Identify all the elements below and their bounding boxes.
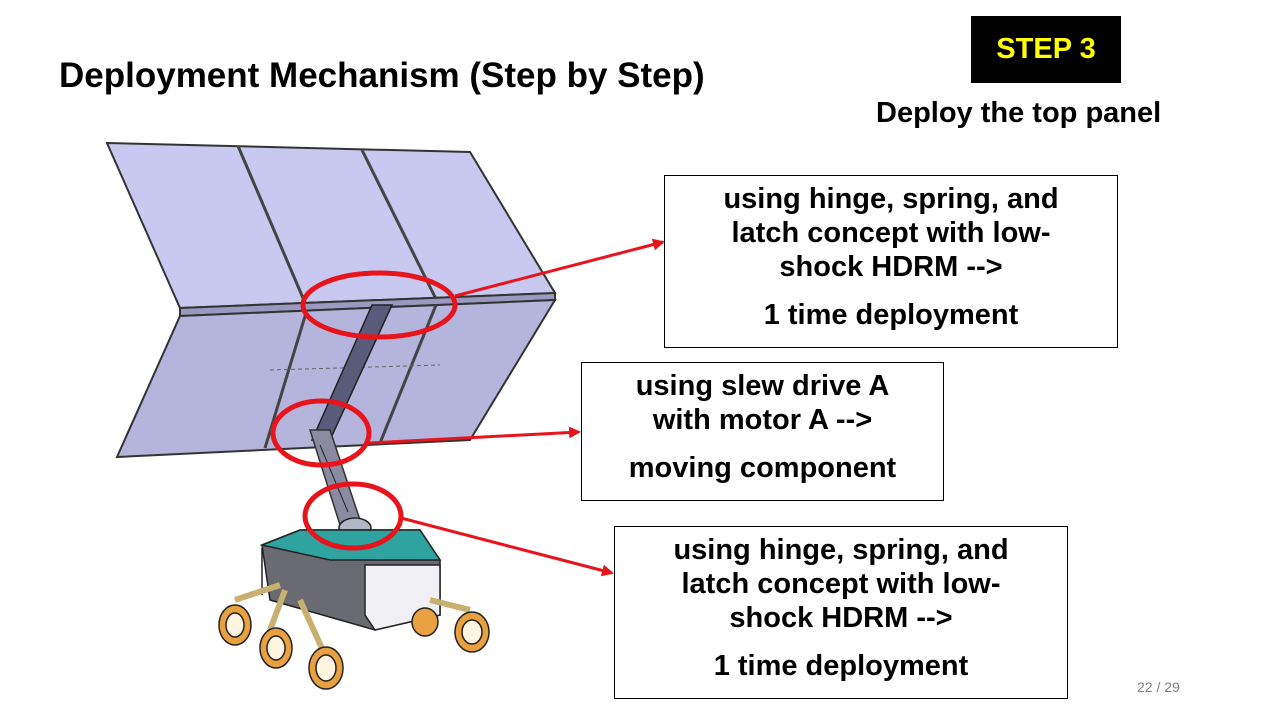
arrow-to-callout-3 bbox=[400, 516, 614, 577]
callout-result: 1 time deployment bbox=[763, 299, 1019, 331]
callout-result: 1 time deployment bbox=[713, 650, 969, 682]
callout-result: moving component bbox=[628, 452, 897, 484]
rover-wheels bbox=[218, 582, 490, 690]
callout-line: using hinge, spring, and bbox=[723, 183, 1059, 215]
callout-line: shock HDRM --> bbox=[779, 251, 1003, 283]
step-badge: STEP 3 bbox=[971, 16, 1121, 83]
callout-line: using hinge, spring, and bbox=[673, 534, 1009, 566]
highlight-circle-top-hinge bbox=[300, 270, 458, 340]
callout-line: shock HDRM --> bbox=[729, 602, 953, 634]
solar-panel-lower bbox=[115, 298, 557, 459]
step-label: STEP 3 bbox=[996, 33, 1096, 65]
callout-base-hinge: using hinge, spring, and latch concept w… bbox=[614, 526, 1068, 699]
arrow-to-callout-2 bbox=[368, 426, 581, 445]
callout-line: latch concept with low- bbox=[731, 217, 1051, 249]
rover-body bbox=[259, 517, 442, 631]
callout-line: latch concept with low- bbox=[681, 568, 1001, 600]
callout-top-hinge: using hinge, spring, and latch concept w… bbox=[664, 175, 1118, 348]
callout-line: using slew drive A bbox=[635, 370, 890, 402]
callout-slew-drive: using slew drive A with motor A --> movi… bbox=[581, 362, 944, 501]
highlight-circle-slew-drive bbox=[270, 398, 372, 468]
arrow-to-callout-1 bbox=[454, 238, 665, 298]
step-description: Deploy the top panel bbox=[876, 97, 1162, 129]
page-number: 22 / 29 bbox=[1137, 679, 1180, 695]
slide-title: Deployment Mechanism (Step by Step) bbox=[59, 56, 705, 95]
callout-line: with motor A --> bbox=[652, 404, 873, 436]
highlight-circle-base-hinge bbox=[302, 481, 404, 551]
solar-panel-upper bbox=[105, 141, 557, 318]
